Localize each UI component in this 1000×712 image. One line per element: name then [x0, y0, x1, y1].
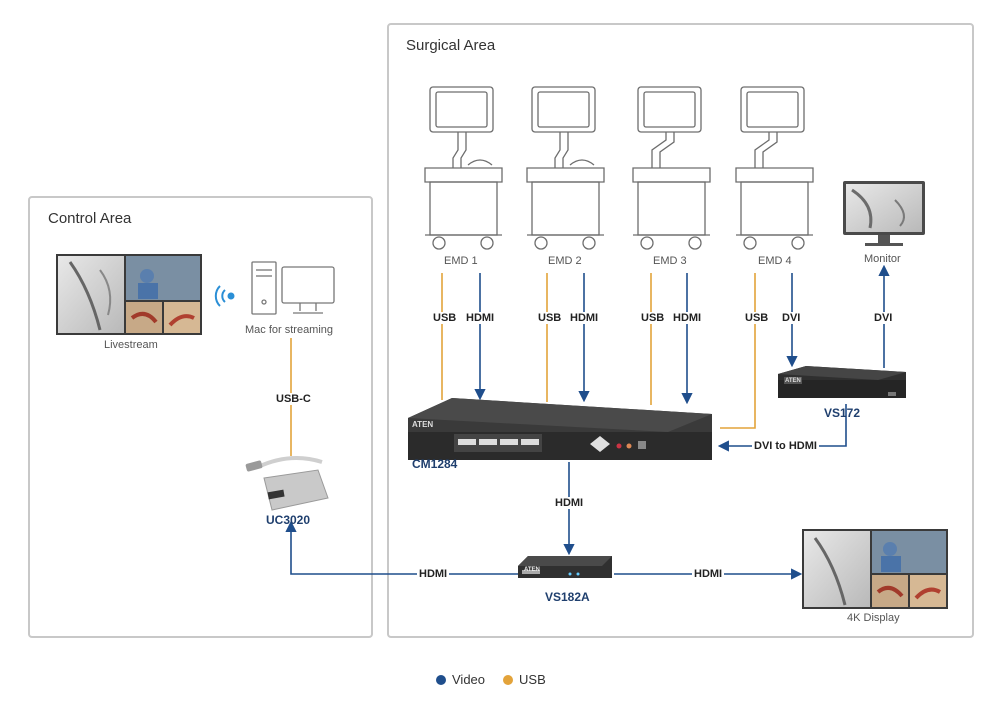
vs172-brand-label: ATEN	[785, 378, 801, 384]
usb-dot-icon	[503, 674, 514, 685]
uc3020-label: UC3020	[266, 513, 311, 527]
hdmi-label-to-uc3020: HDMI	[417, 568, 450, 580]
emd-4-label: EMD 4	[758, 255, 792, 267]
wifi-icon	[214, 285, 235, 307]
surgical-area-title: Surgical Area	[406, 37, 496, 54]
dvi-to-hdmi-label: DVI to HDMI	[752, 440, 819, 452]
legend-video-label: Video	[452, 672, 486, 687]
vs182a-label: VS182A	[545, 590, 590, 604]
cm1284-brand-label: ATEN	[412, 420, 434, 429]
control-area-title: Control Area	[48, 210, 132, 227]
monitor-label: Monitor	[864, 253, 901, 265]
dvi-label-emd4: DVI	[780, 312, 803, 324]
cm1284-label: CM1284	[412, 457, 458, 471]
hdmi-label-3: HDMI	[671, 312, 704, 324]
usb-label-2: USB	[536, 312, 564, 324]
control-area-box	[28, 196, 373, 638]
emd-2-label: EMD 2	[548, 255, 582, 267]
legend-video: Video	[436, 672, 485, 687]
emd-2-cart-icon	[526, 86, 605, 250]
hdmi-label-2: HDMI	[568, 312, 601, 324]
emd-4-cart-icon	[735, 86, 814, 250]
4k-display-image	[802, 529, 948, 609]
computer-icon	[251, 261, 335, 315]
monitor-icon	[843, 181, 925, 246]
legend: Video USB	[436, 672, 546, 687]
livestream-image	[56, 254, 202, 335]
legend-usb-label: USB	[519, 672, 546, 687]
emd-3-cart-icon	[632, 86, 711, 250]
hdmi-label-cm-to-vs182a: HDMI	[553, 497, 586, 509]
video-dot-icon	[436, 674, 446, 685]
legend-usb: USB	[503, 672, 546, 687]
hdmi-label-to-display: HDMI	[692, 568, 725, 580]
dvi-label-monitor: DVI	[872, 312, 895, 324]
usb-c-label: USB-C	[274, 393, 313, 405]
hdmi-label-1: HDMI	[464, 312, 497, 324]
cm1284-device-icon	[408, 398, 712, 460]
usb-label-1: USB	[431, 312, 459, 324]
4k-display-label: 4K Display	[847, 612, 900, 624]
emd-1-cart-icon	[424, 86, 503, 250]
surgical-area-box	[387, 23, 974, 638]
livestream-label: Livestream	[104, 339, 158, 351]
mac-label: Mac for streaming	[245, 324, 334, 336]
vs172-device-icon	[778, 366, 906, 398]
emd-3-label: EMD 3	[653, 255, 687, 267]
emd-1-label: EMD 1	[444, 255, 478, 267]
usb-label-4: USB	[743, 312, 771, 324]
uc3020-adapter-icon	[245, 456, 329, 511]
vs172-label: VS172	[824, 406, 861, 420]
vs182a-device-icon	[518, 556, 612, 578]
vs182a-brand-label: ATEN	[524, 567, 540, 573]
usb-label-3: USB	[639, 312, 667, 324]
